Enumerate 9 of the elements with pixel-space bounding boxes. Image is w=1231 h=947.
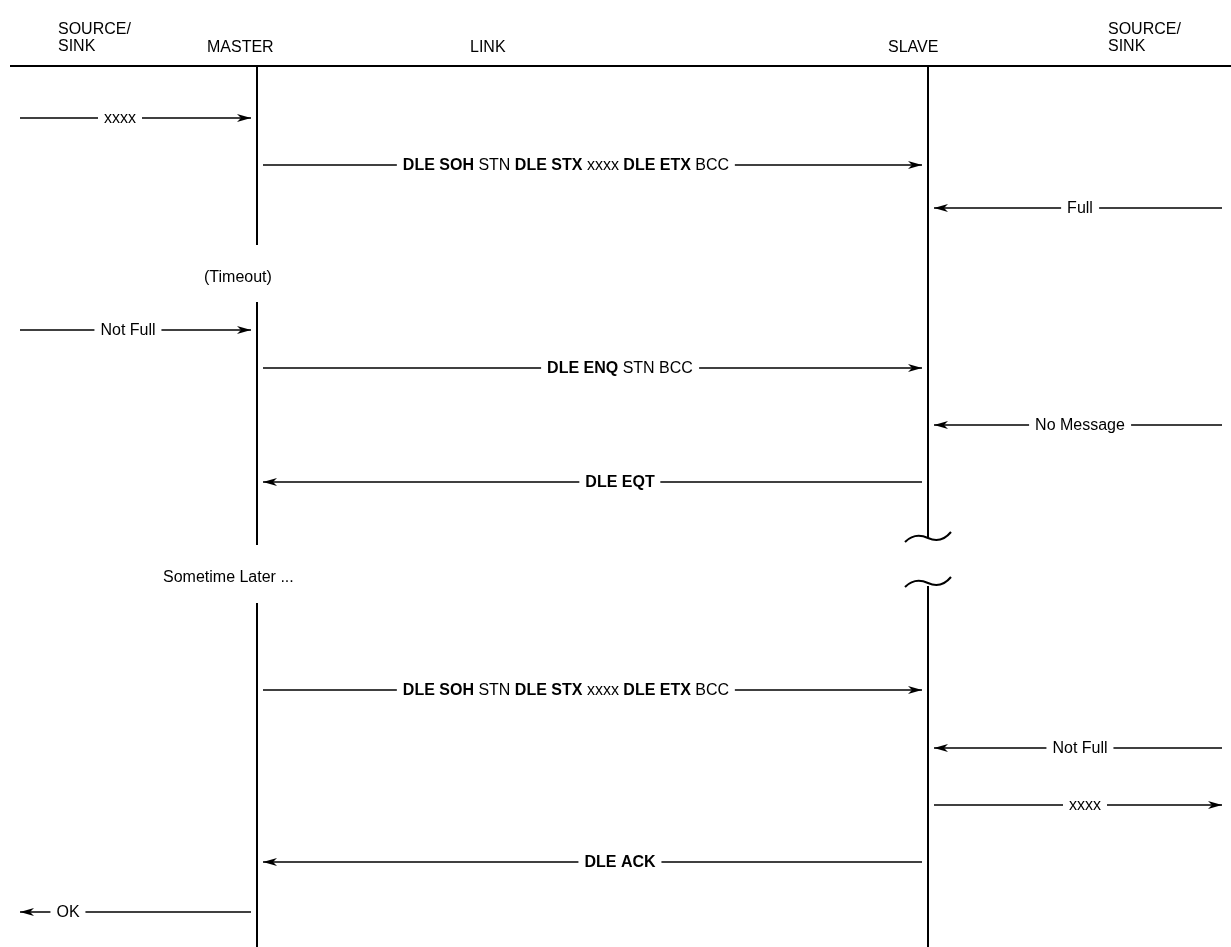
column-heading: MASTER bbox=[207, 38, 274, 55]
note-text: (Timeout) bbox=[204, 268, 272, 285]
column-heading: LINK bbox=[470, 38, 506, 55]
message-label: No Message bbox=[1029, 416, 1131, 434]
message-label: DLE ENQ STN BCC bbox=[541, 359, 699, 377]
column-heading: SLAVE bbox=[888, 38, 939, 55]
note-text: Sometime Later ... bbox=[163, 568, 294, 585]
message-label: DLE EQT bbox=[579, 473, 661, 491]
arrow bbox=[262, 478, 923, 486]
